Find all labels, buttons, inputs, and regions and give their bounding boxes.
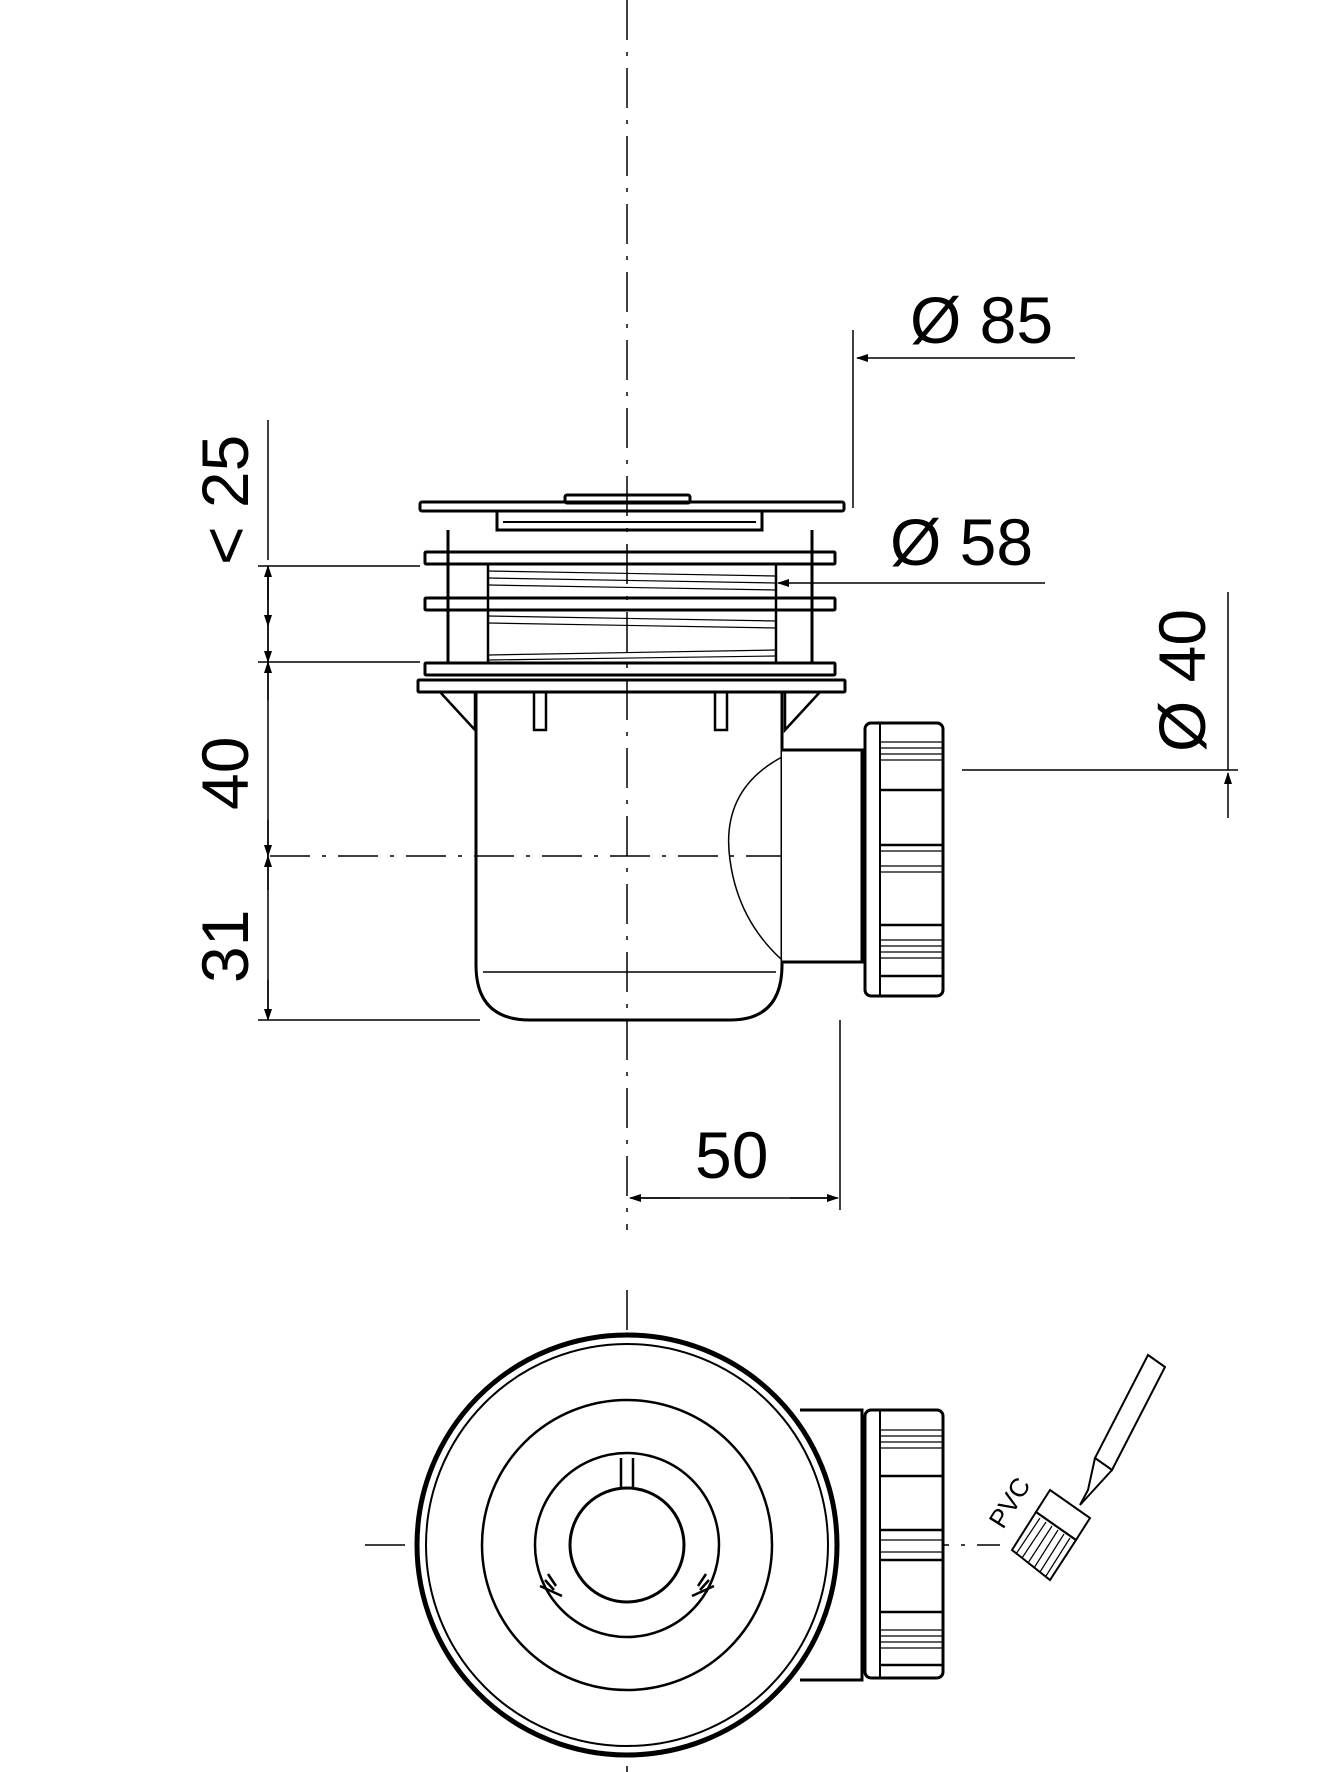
grate-outer-ring xyxy=(414,1332,840,1758)
outlet-spigot xyxy=(782,748,864,964)
flange-ring xyxy=(480,1398,774,1692)
dim-diameter-40: Ø 40 xyxy=(1145,609,1219,752)
dim-height-31: 31 xyxy=(188,910,262,983)
dim-diameter-85: Ø 85 xyxy=(910,283,1053,357)
grate-cap xyxy=(563,493,692,505)
dim-height-25: < 25 xyxy=(188,435,262,565)
dim-diameter-58: Ø 58 xyxy=(890,505,1033,579)
top-view xyxy=(414,1332,945,1758)
cage-inner xyxy=(568,1486,686,1604)
outlet-nut xyxy=(863,721,945,998)
flange-plate-4 xyxy=(416,678,847,694)
flange-plate-2 xyxy=(423,596,837,612)
dim-height-40: 40 xyxy=(188,737,262,810)
dimension-lines xyxy=(258,330,1238,1210)
flange-plate-3 xyxy=(423,661,837,677)
grate-neck xyxy=(495,511,764,532)
dim-width-50: 50 xyxy=(695,1118,768,1192)
outlet-nut-top xyxy=(863,1408,945,1680)
flange-plate-1 xyxy=(423,550,837,566)
trap-cup xyxy=(474,692,784,1022)
side-view xyxy=(416,493,945,1022)
cage-outer xyxy=(533,1451,721,1639)
glue-brush-icon xyxy=(1010,1353,1167,1582)
